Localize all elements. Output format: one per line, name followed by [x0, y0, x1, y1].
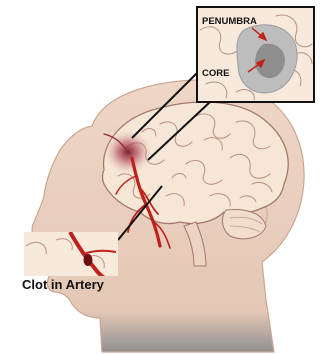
penumbra-label: PENUMBRA — [202, 16, 257, 27]
core-label: CORE — [202, 68, 229, 79]
clot — [84, 254, 93, 266]
clot-inset: Clot in Artery — [22, 232, 118, 292]
clot-label: Clot in Artery — [22, 277, 105, 292]
penumbra-inset: PENUMBRA CORE — [197, 7, 314, 102]
